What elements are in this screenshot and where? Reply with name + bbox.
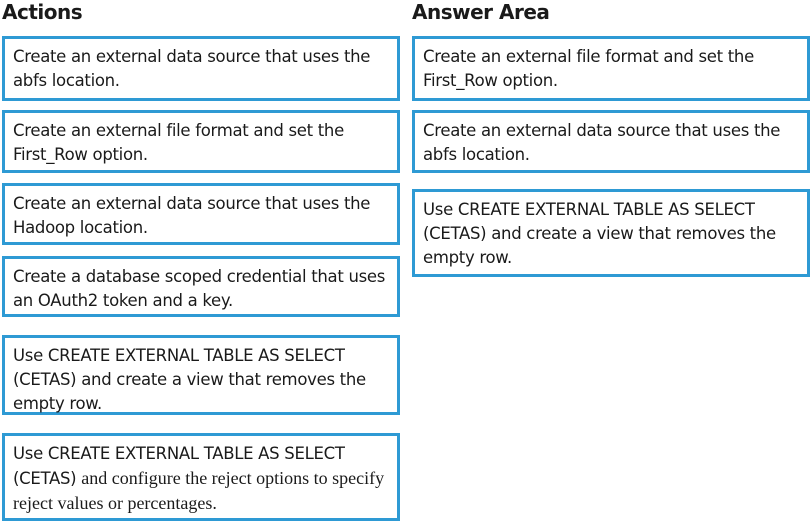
- action-item[interactable]: Use CREATE EXTERNAL TABLE AS SELECT (CET…: [2, 433, 400, 521]
- answer-area-heading: Answer Area: [412, 0, 550, 24]
- action-item[interactable]: Use CREATE EXTERNAL TABLE AS SELECT (CET…: [2, 335, 400, 415]
- action-item-text: Create a database scoped credential that…: [13, 267, 386, 310]
- action-item[interactable]: Create an external file format and set t…: [2, 110, 400, 173]
- action-item-text: Create an external data source that uses…: [13, 194, 371, 237]
- answer-item[interactable]: Use CREATE EXTERNAL TABLE AS SELECT (CET…: [412, 189, 810, 277]
- action-item[interactable]: Create an external data source that uses…: [2, 36, 400, 101]
- answer-item-text: Create an external data source that uses…: [423, 121, 781, 164]
- answer-item[interactable]: Create an external data source that uses…: [412, 110, 810, 173]
- answer-item-text: Create an external file format and set t…: [423, 47, 754, 90]
- action-item-text: Use CREATE EXTERNAL TABLE AS SELECT (CET…: [13, 444, 345, 488]
- action-item[interactable]: Create a database scoped credential that…: [2, 256, 400, 317]
- actions-heading: Actions: [2, 0, 83, 24]
- action-item-text: Use CREATE EXTERNAL TABLE AS SELECT (CET…: [13, 346, 366, 413]
- action-item-text-tail: and configure the reject options to spec…: [13, 468, 385, 513]
- action-item-text: Create an external file format and set t…: [13, 121, 344, 164]
- action-item-text: Create an external data source that uses…: [13, 47, 371, 90]
- answer-item[interactable]: Create an external file format and set t…: [412, 36, 810, 101]
- action-item[interactable]: Create an external data source that uses…: [2, 183, 400, 245]
- answer-item-text: Use CREATE EXTERNAL TABLE AS SELECT (CET…: [423, 200, 776, 267]
